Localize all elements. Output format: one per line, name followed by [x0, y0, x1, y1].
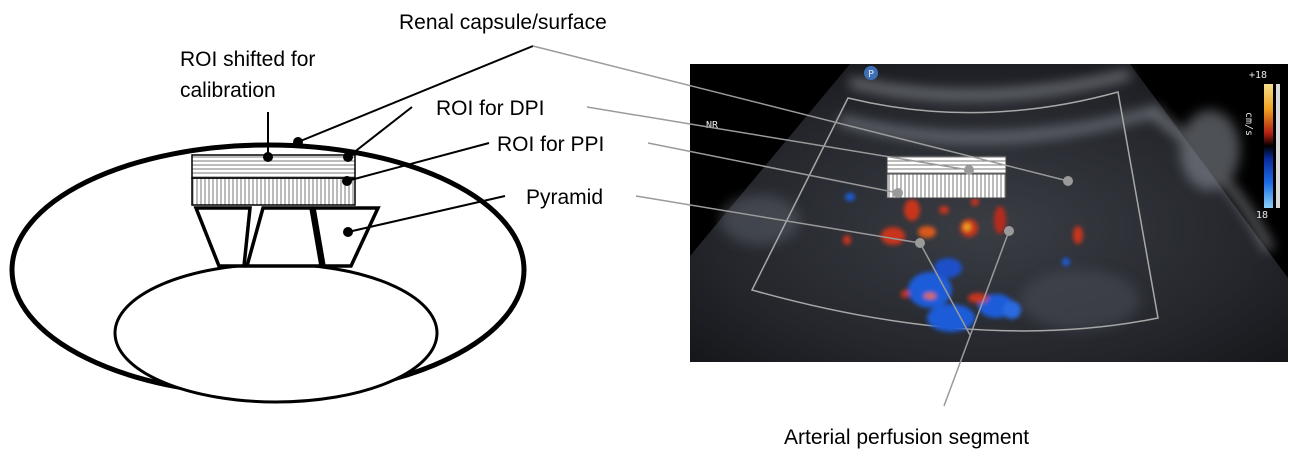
label-arterial-perfusion: Arterial perfusion segment: [784, 426, 1029, 449]
label-pyramid: Pyramid: [526, 186, 603, 209]
scale-bottom-label: 18: [1256, 210, 1268, 221]
label-renal-capsule: Renal capsule/surface: [399, 11, 607, 34]
renal-sinus-outline: [115, 264, 437, 402]
scale-top-label: +18: [1249, 70, 1267, 81]
label-roi-shifted-line1: ROI shifted for: [180, 48, 315, 71]
label-roi-shifted-line2: calibration: [180, 79, 276, 102]
roi-dpi-box: [192, 155, 355, 178]
us-roi-ppi-box: [887, 174, 1006, 198]
scale-unit-label: cm/s: [1243, 112, 1254, 136]
corner-text: NR: [706, 120, 719, 131]
probe-marker: P: [868, 69, 874, 80]
label-roi-ppi: ROI for PPI: [497, 133, 604, 156]
velocity-gray-bar: [1276, 84, 1280, 208]
velocity-color-bar: [1264, 84, 1273, 208]
label-roi-dpi: ROI for DPI: [436, 97, 545, 120]
roi-ppi-box: [192, 178, 355, 205]
kidney-schematic: [12, 137, 524, 402]
